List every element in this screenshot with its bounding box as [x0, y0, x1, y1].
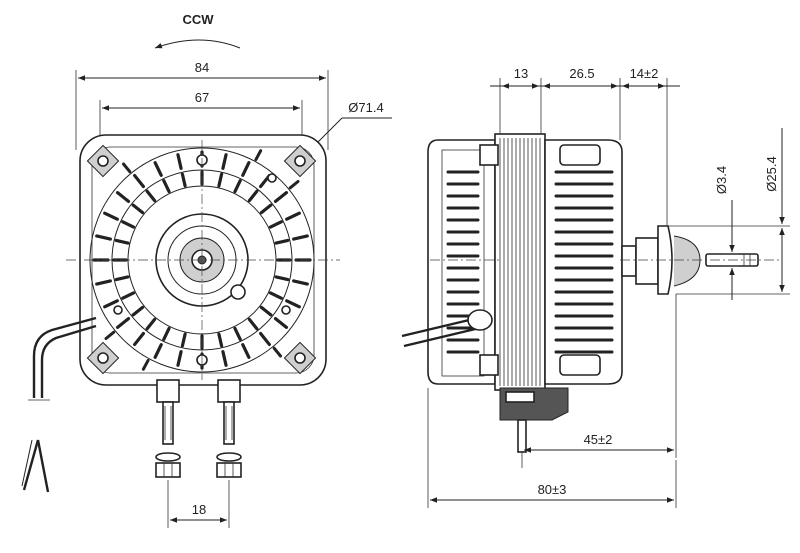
- rotation-indicator: CCW: [154, 12, 241, 49]
- dim-shaft-offset-label: 45±2: [584, 432, 613, 447]
- dim-diameter-label: Ø71.4: [348, 100, 383, 115]
- shaft-assembly: [430, 225, 780, 295]
- dim-width-outer-label: 84: [195, 60, 209, 75]
- dim-section-c-label: 14±2: [630, 66, 659, 81]
- dim-section-b-label: 26.5: [569, 66, 594, 81]
- mount-hole-icon: [283, 144, 317, 178]
- dim-hub-diameter-label: Ø25.4: [764, 156, 779, 191]
- dim-overall-length: 80±3: [427, 388, 677, 508]
- mount-hole-icon: [283, 341, 317, 375]
- mount-hole-icon: [86, 144, 120, 178]
- dim-width-mount-label: 67: [195, 90, 209, 105]
- dim-width-outer: 84: [75, 60, 329, 150]
- motor-side-body: [401, 133, 623, 453]
- terminals: [155, 379, 242, 478]
- terminal-right: [216, 379, 242, 478]
- terminal-left: [155, 379, 181, 478]
- dim-shaft-diameter: Ø3.4: [714, 166, 738, 300]
- power-cable: [21, 316, 97, 493]
- rotation-label: CCW: [182, 12, 214, 27]
- mount-hole-icon: [86, 341, 120, 375]
- front-view: CCW 84 67 Ø71.4: [21, 12, 392, 528]
- stator-laminations: [499, 138, 541, 386]
- dim-terminal-spacing-label: 18: [192, 502, 206, 517]
- dim-hub-diameter: Ø25.4: [668, 128, 790, 295]
- dim-overall-length-label: 80±3: [538, 482, 567, 497]
- rotation-arrow-icon: [154, 39, 241, 49]
- rear-fins: [446, 170, 480, 354]
- side-view: 13 26.5 14±2 Ø3.4 Ø25.4 45±2: [401, 66, 790, 508]
- screw-icon: [267, 173, 277, 183]
- dim-section-a-label: 13: [514, 66, 528, 81]
- dim-top-sections: 13 26.5 14±2: [490, 66, 680, 226]
- dim-shaft-diameter-label: Ø3.4: [714, 166, 729, 194]
- dim-terminal-spacing: 18: [167, 480, 230, 528]
- screw-icon: [281, 305, 291, 315]
- dim-shaft-offset: 45±2: [521, 294, 677, 468]
- motor-front-body: [66, 134, 340, 386]
- front-fins: [554, 170, 614, 354]
- screw-icon: [113, 305, 123, 315]
